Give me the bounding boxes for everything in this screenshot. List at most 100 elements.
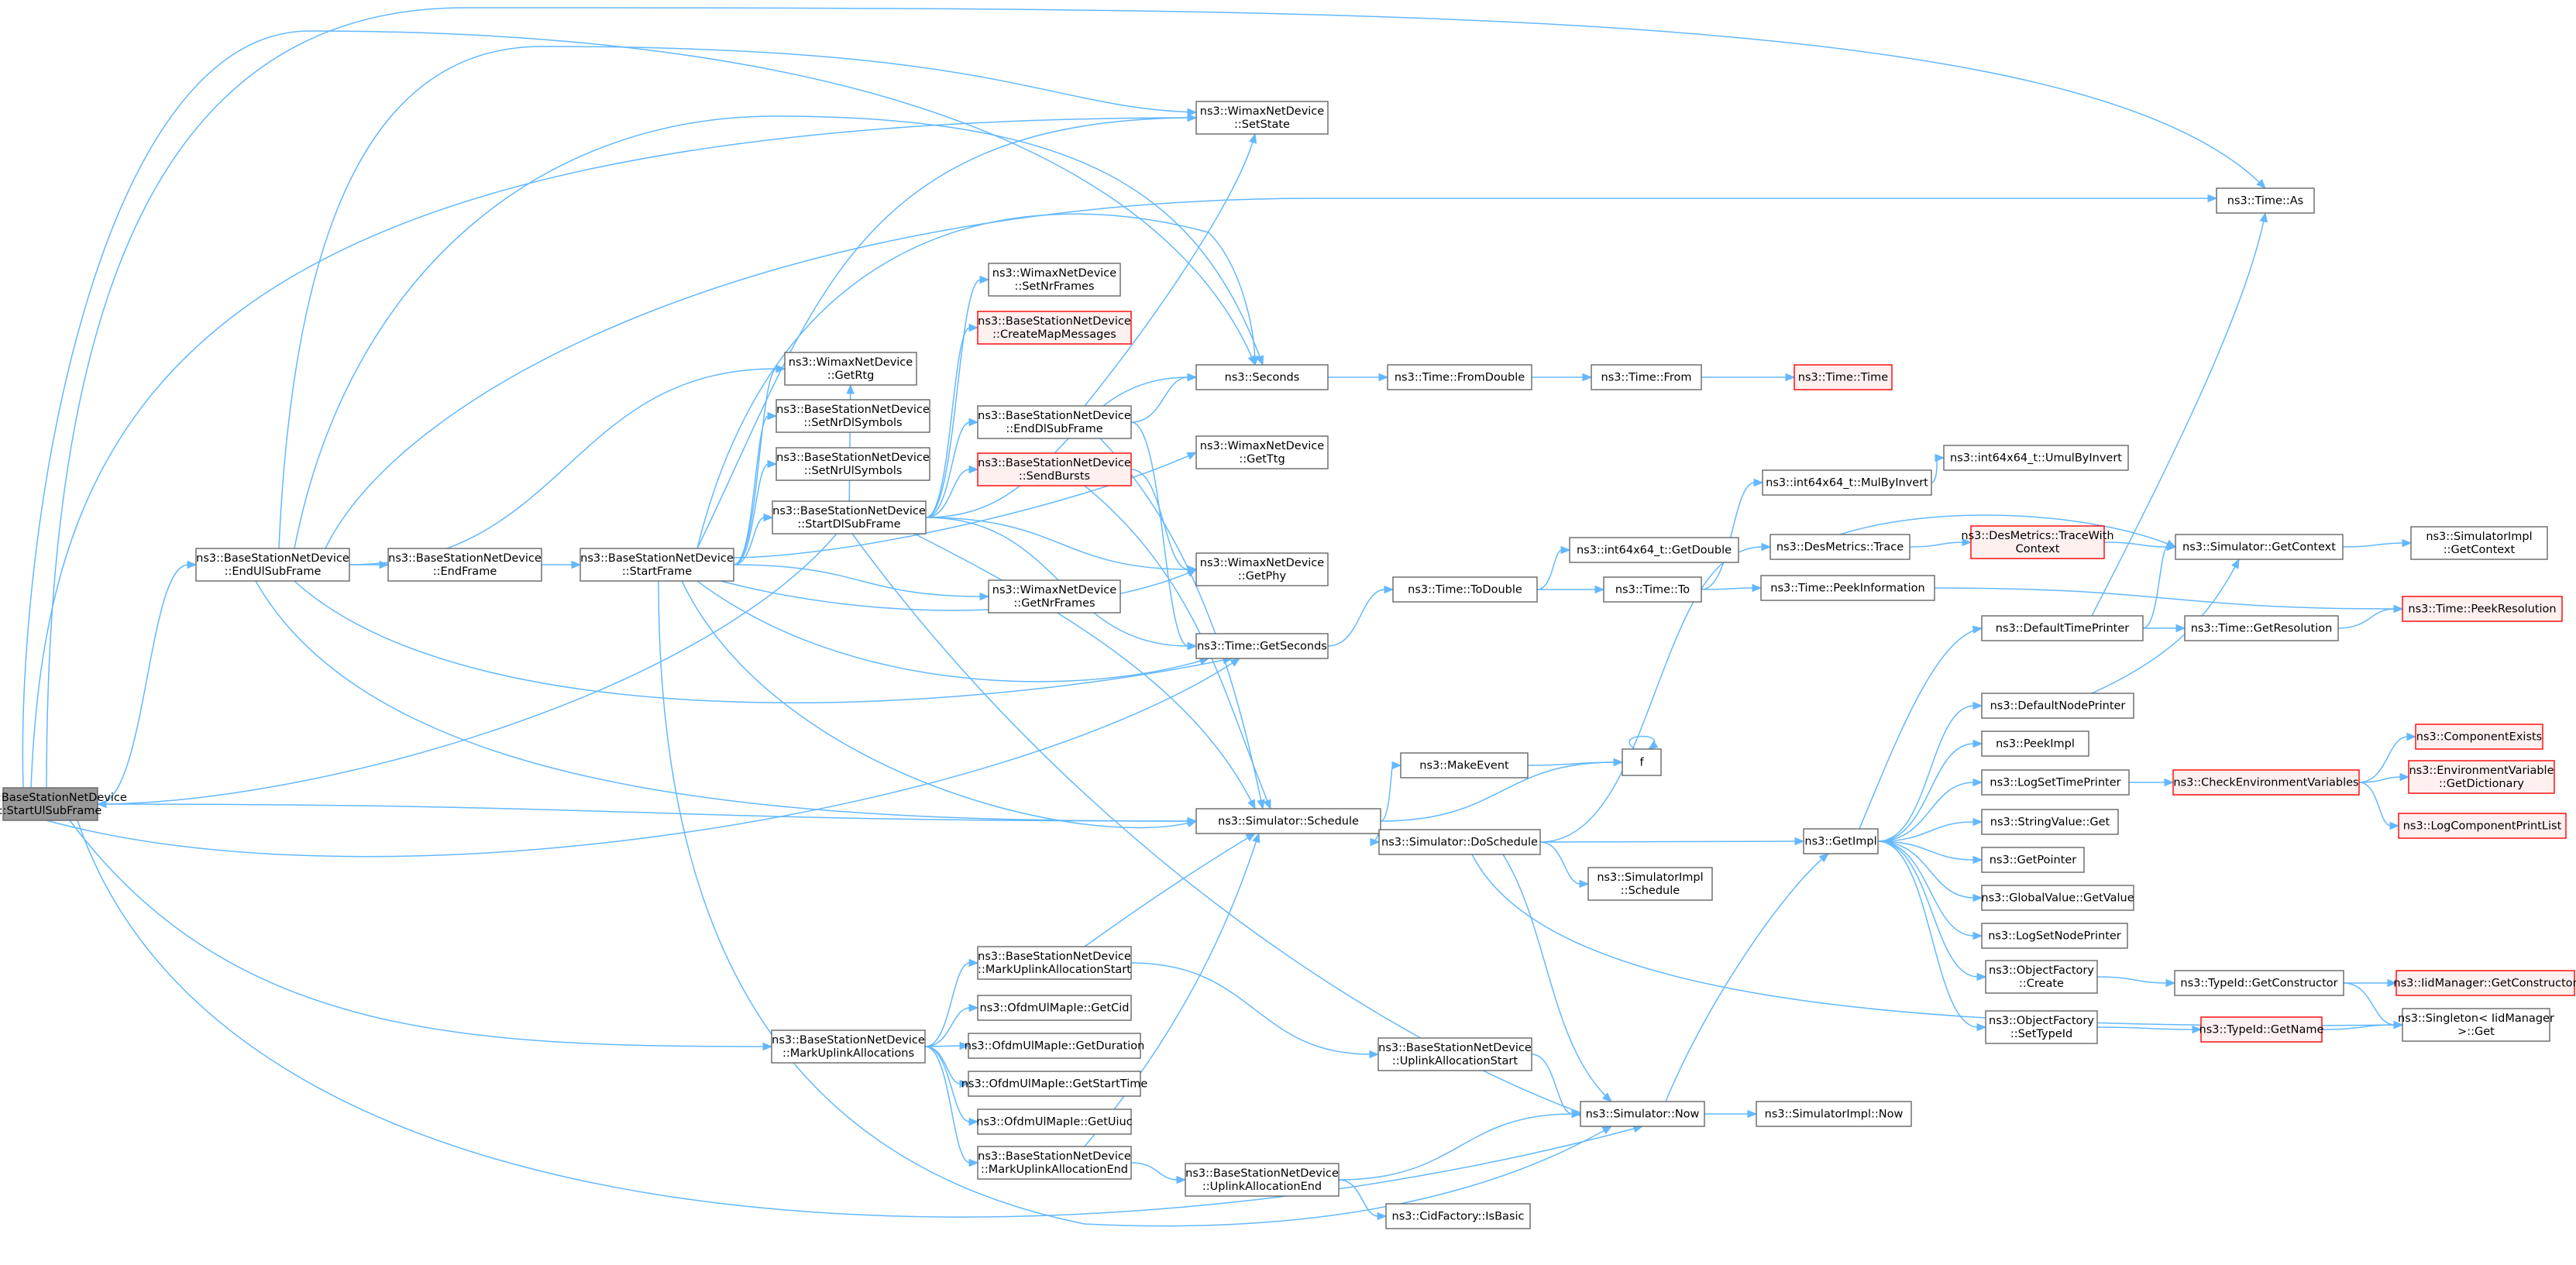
function-node-n1[interactable]: ns3::BaseStationNetDevice::EndUlSubFrame <box>195 548 350 582</box>
function-node-n39[interactable]: ns3::Time::GetResolution <box>2184 615 2339 641</box>
function-node-n43[interactable]: ns3::CheckEnvironmentVariables <box>2172 769 2360 796</box>
function-node-n19[interactable]: ns3::Time::As <box>2216 187 2315 214</box>
node-box <box>1985 1010 2098 1044</box>
function-node-n28[interactable]: ns3::Time::PeekInformation <box>1760 575 1935 601</box>
function-node-n50[interactable]: ns3::GlobalValue::GetValue <box>1981 885 2134 911</box>
function-node-n7[interactable]: ns3::BaseStationNetDevice::SetNrUlSymbol… <box>776 447 930 481</box>
edge-line <box>733 564 982 597</box>
node-label: ::Create <box>2019 978 2064 990</box>
function-node-n9[interactable]: ns3::BaseStationNetDevice::CreateMapMess… <box>977 311 1132 345</box>
function-node-n32[interactable]: ns3::SimulatorImpl::Schedule <box>1587 867 1713 901</box>
function-node-n8[interactable]: ns3::WimaxNetDevice::SetNrFrames <box>988 263 1121 297</box>
function-node-n64[interactable]: ns3::BaseStationNetDevice::MarkUplinkAll… <box>977 1146 1132 1180</box>
function-node-n24[interactable]: ns3::int64x64_t::GetDouble <box>1569 537 1739 563</box>
function-node-n42[interactable]: ns3::LogSetTimePrinter <box>1981 769 2130 796</box>
function-node-n53[interactable]: ns3::ObjectFactory::SetTypeId <box>1985 1010 2098 1044</box>
node-box <box>1385 1203 1531 1229</box>
edge-arrowhead <box>2175 624 2186 633</box>
function-node-n6[interactable]: ns3::BaseStationNetDevice::SetNrDlSymbol… <box>776 399 930 433</box>
function-node-n16[interactable]: ns3::WimaxNetDevice::GetPhy <box>1195 552 1329 586</box>
node-label: ns3::WimaxNetDevice <box>1200 557 1324 569</box>
call-edge-n54-n55 <box>2344 978 2398 988</box>
function-node-n13[interactable]: ns3::WimaxNetDevice::SetState <box>1195 101 1329 135</box>
function-node-n61[interactable]: ns3::OfdmUlMapIe::GetDuration <box>965 1033 1145 1059</box>
function-node-n54[interactable]: ns3::TypeId::GetConstructor <box>2174 970 2344 996</box>
edge-arrowhead <box>2406 732 2417 741</box>
function-node-n67[interactable]: ns3::Simulator::Now <box>1580 1101 1705 1127</box>
function-node-n38[interactable]: ns3::DefaultTimePrinter <box>1981 615 2144 641</box>
call-edge-n23-n24 <box>1536 545 1571 590</box>
call-edge-n66-n67 <box>1338 1109 1582 1181</box>
function-node-n65[interactable]: ns3::BaseStationNetDevice::UplinkAllocat… <box>1377 1037 1532 1071</box>
function-node-n63[interactable]: ns3::OfdmUlMapIe::GetUiuc <box>976 1109 1133 1135</box>
edge-line <box>1909 541 1964 548</box>
function-node-n5[interactable]: ns3::WimaxNetDevice::GetRtg <box>784 352 917 386</box>
function-node-n47[interactable]: ns3::GetImpl <box>1803 828 1879 854</box>
function-node-n2[interactable]: ns3::BaseStationNetDevice::EndFrame <box>387 548 542 582</box>
function-node-n21[interactable]: ns3::Time::From <box>1591 364 1702 390</box>
function-node-n33[interactable]: ns3::DesMetrics::Trace <box>1769 534 1911 560</box>
edge-arrowhead <box>187 560 198 569</box>
node-box <box>977 311 1132 345</box>
function-node-n40[interactable]: ns3::DefaultNodePrinter <box>1981 693 2134 719</box>
function-node-n11[interactable]: ns3::BaseStationNetDevice::SendBursts <box>977 452 1132 486</box>
edge-arrowhead <box>1818 853 1830 863</box>
function-node-n44[interactable]: ns3::ComponentExists <box>2415 724 2543 750</box>
function-node-n46[interactable]: ns3::LogComponentPrintList <box>2398 813 2567 839</box>
function-node-n31[interactable]: ns3::Simulator::DoSchedule <box>1378 829 1541 855</box>
function-node-n17[interactable]: ns3::Time::GetSeconds <box>1195 633 1329 659</box>
function-node-n22[interactable]: ns3::Time::Time <box>1794 364 1893 390</box>
function-node-n10[interactable]: ns3::BaseStationNetDevice::EndDlSubFrame <box>977 405 1132 439</box>
function-node-n51[interactable]: ns3::LogSetNodePrinter <box>1981 923 2128 949</box>
node-box <box>1591 364 1702 390</box>
function-node-n3[interactable]: ns3::BaseStationNetDevice::StartFrame <box>580 548 734 582</box>
function-node-n4[interactable]: ns3::BaseStationNetDevice::StartDlSubFra… <box>772 500 927 535</box>
function-node-n37[interactable]: ns3::Time::PeekResolution <box>2402 596 2563 622</box>
function-node-n58[interactable]: ns3::BaseStationNetDevice::MarkUplinkAll… <box>771 1030 926 1064</box>
edge-line <box>1084 133 1256 407</box>
function-node-n26[interactable]: ns3::int64x64_t::MulByInvert <box>1762 469 1932 496</box>
node-box <box>1195 808 1381 834</box>
edge-arrowhead <box>2256 179 2266 189</box>
node-label: ns3::BaseStationNetDevice <box>978 410 1131 422</box>
call-edge-n0-n58 <box>69 820 773 1051</box>
node-label: ns3::OfdmUlMapIe::GetDuration <box>965 1040 1145 1052</box>
function-node-n57[interactable]: ns3::Singleton< IidManager>::Get <box>2398 1008 2554 1042</box>
node-label: ns3::LogComponentPrintList <box>2403 820 2562 832</box>
function-node-n60[interactable]: ns3::OfdmUlMapIe::GetCid <box>977 995 1132 1021</box>
edge-arrowhead <box>1176 1175 1187 1184</box>
function-node-n52[interactable]: ns3::ObjectFactory::Create <box>1985 960 2098 994</box>
function-node-n18[interactable]: ns3::Simulator::Schedule <box>1195 808 1381 834</box>
function-node-n62[interactable]: ns3::OfdmUlMapIe::GetStartTime <box>961 1071 1148 1097</box>
function-node-n45[interactable]: ns3::EnvironmentVariable::GetDictionary <box>2408 760 2555 794</box>
edge-arrowhead <box>2259 211 2268 223</box>
function-node-n25[interactable]: ns3::Time::To <box>1603 576 1702 603</box>
function-node-n48[interactable]: ns3::StringValue::Get <box>1981 809 2119 835</box>
edge-line <box>733 463 769 565</box>
function-node-n55[interactable]: ns3::IidManager::GetConstructor <box>2393 970 2576 996</box>
function-node-n23[interactable]: ns3::Time::ToDouble <box>1392 576 1538 603</box>
node-label: ::GetDictionary <box>2439 778 2524 790</box>
function-node-n12[interactable]: ns3::WimaxNetDevice::GetNrFrames <box>988 579 1121 614</box>
function-node-n15[interactable]: ns3::WimaxNetDevice::GetTtg <box>1195 435 1329 469</box>
function-node-n59[interactable]: ns3::BaseStationNetDevice::MarkUplinkAll… <box>977 946 1132 980</box>
edge-line <box>913 533 1256 810</box>
node-box <box>784 352 917 386</box>
function-node-n14[interactable]: ns3::Seconds <box>1195 364 1329 390</box>
edge-arrowhead <box>959 1041 970 1050</box>
function-node-n29[interactable]: ns3::MakeEvent <box>1400 752 1529 779</box>
edge-arrowhead <box>1579 879 1590 889</box>
function-node-n66[interactable]: ns3::BaseStationNetDevice::UplinkAllocat… <box>1185 1163 1340 1197</box>
function-node-n35[interactable]: ns3::Simulator::GetContext <box>2175 534 2344 560</box>
function-node-n49[interactable]: ns3::GetPointer <box>1981 847 2085 873</box>
function-node-n69[interactable]: ns3::CidFactory::IsBasic <box>1385 1203 1531 1229</box>
function-node-n27[interactable]: ns3::int64x64_t::UmulByInvert <box>1943 445 2129 471</box>
function-node-n41[interactable]: ns3::PeekImpl <box>1981 730 2089 757</box>
function-node-n68[interactable]: ns3::SimulatorImpl::Now <box>1756 1101 1912 1127</box>
function-node-n36[interactable]: ns3::SimulatorImpl::GetContext <box>2410 526 2548 560</box>
call-edge-n0-n19 <box>46 7 2266 789</box>
function-node-n56[interactable]: ns3::TypeId::GetName <box>2199 1016 2324 1043</box>
function-node-n30[interactable]: f <box>1622 748 1662 776</box>
function-node-n20[interactable]: ns3::Time::FromDouble <box>1387 364 1532 390</box>
